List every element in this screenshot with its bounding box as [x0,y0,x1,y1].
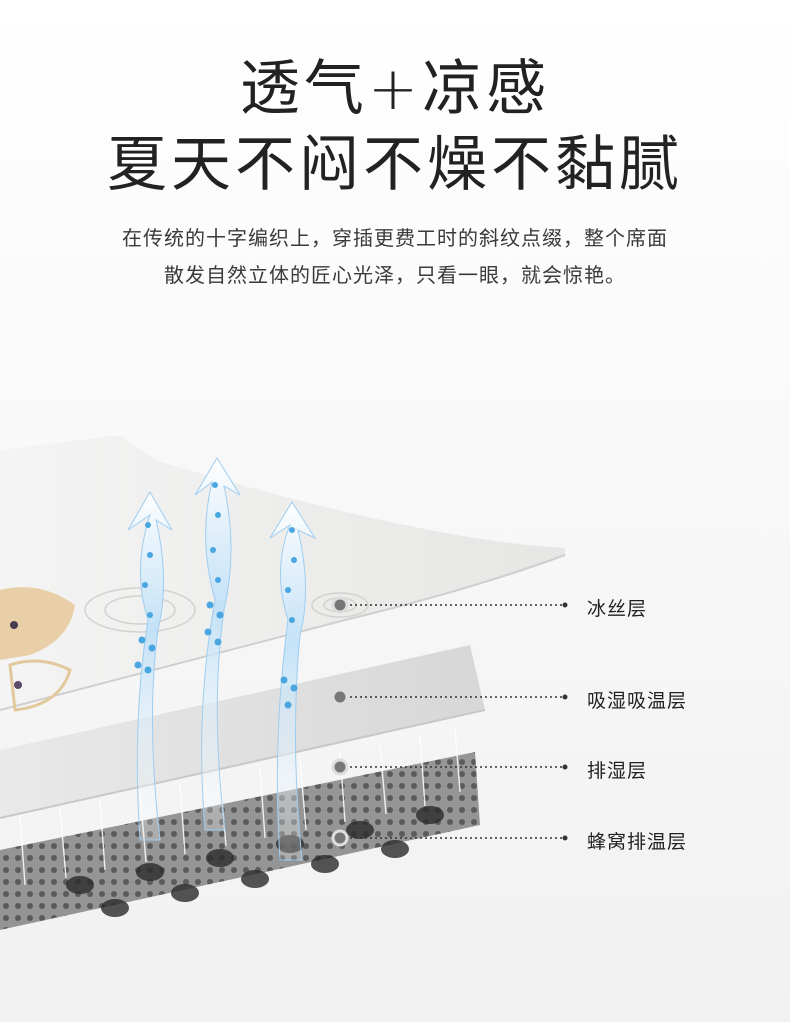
headline-line-2: 夏天不闷不燥不黏腻 [107,130,683,200]
layer-label-exhaust: 排湿层 [587,760,648,782]
cartoon-print-icon [0,587,75,712]
airflow-arrow-icon [269,501,317,861]
description-line-2: 散发自然立体的匠心光泽，只看一眼，就会惊艳。 [164,263,626,287]
honeycomb-layer [0,752,480,930]
airflow-arrow-icons [127,457,317,861]
airflow-arrow-icon [127,491,173,841]
layer-label-honeycomb: 蜂窝排温层 [587,831,688,853]
callout-dots [331,596,568,847]
layer-label-absorbent: 吸湿吸温层 [587,690,688,712]
absorbent-layer [0,645,485,818]
layer-label-ice-silk: 冰丝层 [587,598,648,620]
mat-layer-illustration [0,435,568,930]
water-bead-icons [134,482,298,709]
headline-line-1: 透气+凉感 [239,54,551,124]
description-line-1: 在传统的十字编织上，穿插更费工时的斜纹点缀，整个席面 [122,226,668,250]
honeycomb-holes [66,806,444,917]
